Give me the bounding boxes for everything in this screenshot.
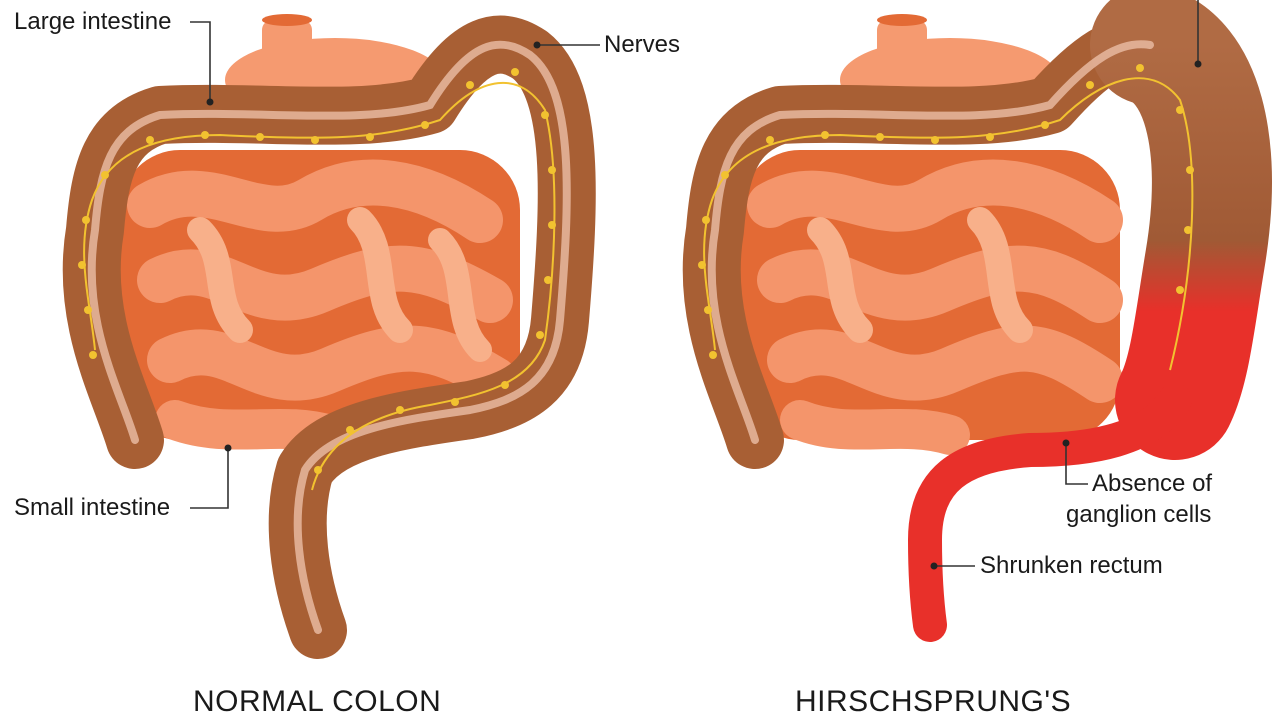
nerve-dots-left: [78, 68, 556, 474]
large-intestine-left: [62, 15, 596, 659]
label-small-intestine: Small intestine: [14, 494, 171, 521]
hirschsprung-colon-illustration: [682, 0, 1272, 642]
small-intestine-right: [740, 150, 1123, 455]
small-intestine-left: [120, 150, 520, 455]
normal-colon-illustration: [62, 14, 596, 659]
leader-small-intestine: [190, 450, 229, 509]
leader-absence: [1065, 445, 1088, 485]
leader-lines: [190, 0, 1202, 570]
leader-large-intestine: [190, 21, 211, 100]
caption-hirschsprungs: HIRSCHSPRUNG'S: [795, 685, 1072, 718]
label-nerves: Nerves: [604, 31, 681, 58]
label-absence-of-ganglion-cells-line1: Absence of: [1092, 470, 1213, 497]
nerve-dots-right: [698, 64, 1194, 359]
caption-normal-colon: NORMAL COLON: [193, 685, 442, 718]
label-shrunken-rectum: Shrunken rectum: [980, 552, 1163, 579]
large-intestine-right: [682, 0, 1272, 642]
label-absence-of-ganglion-cells-line2: ganglion cells: [1066, 501, 1212, 528]
label-large-intestine: Large intestine: [14, 8, 172, 35]
